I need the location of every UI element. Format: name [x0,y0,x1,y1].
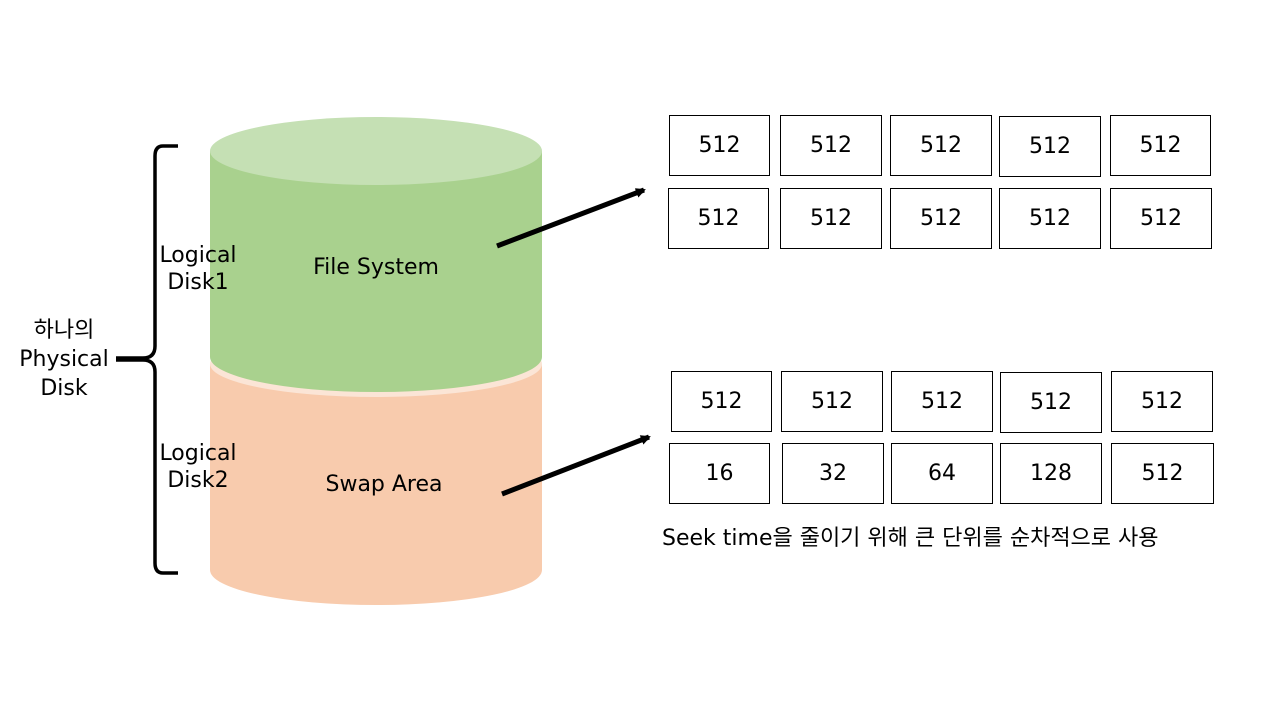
physical-disk-label-line: Disk [40,376,88,401]
file-system-block: 512 [890,188,992,249]
file-system-block: 512 [780,115,882,176]
file-system-block: 512 [1110,115,1211,176]
logical-disk2-label-line: Disk2 [167,468,229,493]
swap-area-block: 512 [1111,371,1213,432]
file-system-block: 512 [780,188,882,249]
swap-area-arrow [501,434,651,497]
logical-disk1-label-line: Logical [159,243,237,268]
swap-area-block: 512 [1000,372,1102,433]
file-system-block: 512 [999,188,1101,249]
swap-area-block: 128 [1000,443,1102,504]
swap-area-block: 16 [669,443,770,504]
file-system-section [210,117,542,392]
file-system-block: 512 [999,116,1101,177]
logical-disk1-label: Logical Disk1 [148,242,248,296]
logical-disk2-label: Logical Disk2 [148,440,248,494]
file-system-label: File System [313,255,439,280]
physical-disk-brace [116,144,178,575]
swap-area-body [210,364,542,605]
file-system-top-ellipse [210,117,542,185]
logical-disk2-label-line: Logical [159,441,237,466]
physical-disk-label-line: 하나의 [33,318,95,343]
physical-disk-label-line: Physical [19,347,109,372]
swap-area-block: 32 [782,443,884,504]
seek-time-caption: Seek time을 줄이기 위해 큰 단위를 순차적으로 사용 [662,526,1159,551]
swap-area-block: 512 [1111,443,1214,504]
swap-area-block: 512 [671,371,772,432]
swap-area-block: 64 [891,443,993,504]
file-system-block: 512 [890,115,992,176]
swap-area-label: Swap Area [325,472,443,497]
file-system-block: 512 [1110,188,1212,249]
physical-disk-label: 하나의 Physical Disk [14,316,114,403]
file-system-block: 512 [668,188,769,249]
file-system-block: 512 [669,115,770,176]
logical-disk1-label-line: Disk1 [167,270,229,295]
swap-area-block: 512 [891,371,993,432]
file-system-body [210,151,542,392]
file-system-arrow [496,187,646,249]
swap-area-block: 512 [781,371,883,432]
